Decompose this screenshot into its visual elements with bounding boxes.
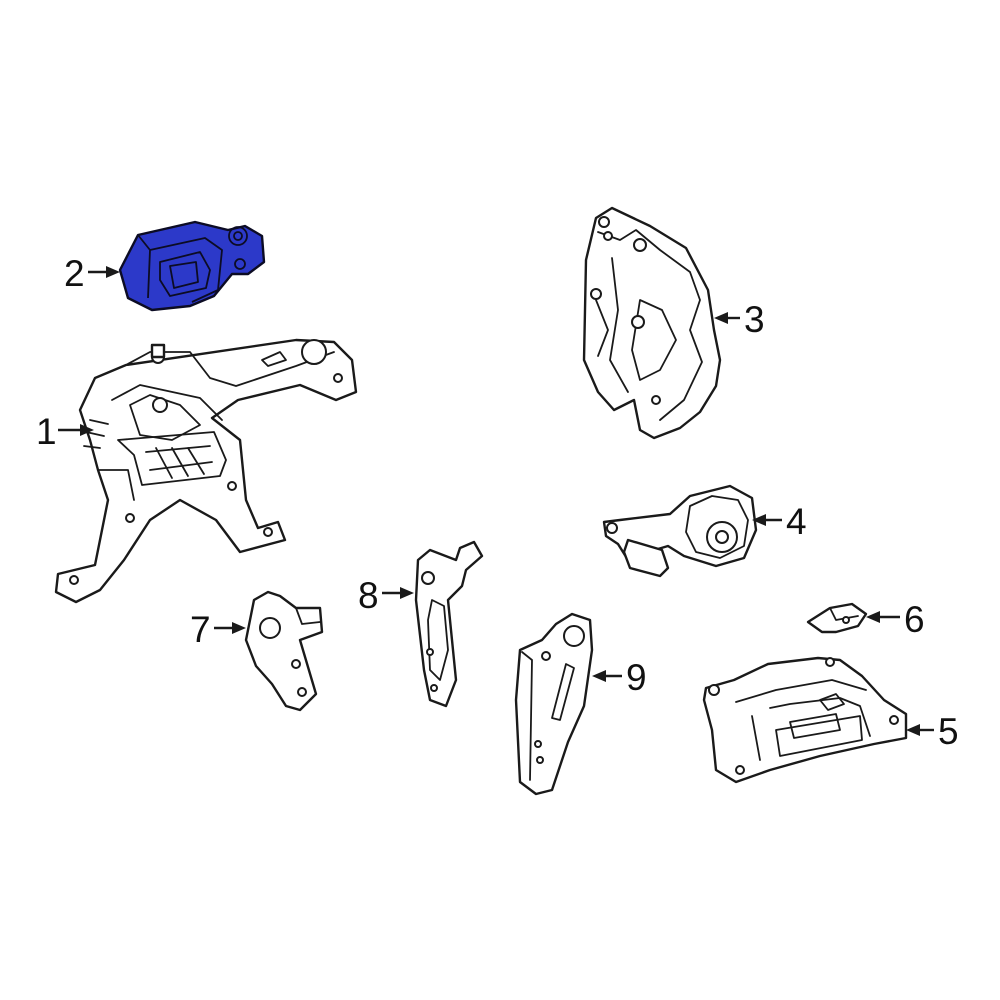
callout-5: 5 xyxy=(906,711,959,752)
callout-9: 9 xyxy=(592,657,647,698)
part-6-clip[interactable] xyxy=(806,602,868,634)
callout-label: 1 xyxy=(36,411,57,452)
callout-label: 8 xyxy=(358,575,379,616)
part-1-mount-bracket[interactable] xyxy=(54,338,358,604)
part-4-stud-mount[interactable] xyxy=(602,484,758,578)
callout-4: 4 xyxy=(752,501,807,542)
callout-label: 9 xyxy=(626,657,647,698)
callout-6: 6 xyxy=(866,599,925,640)
part-9-bracket-plate[interactable] xyxy=(514,612,594,796)
callout-1: 1 xyxy=(36,411,94,452)
part-8-bracket[interactable] xyxy=(414,540,484,708)
callout-label: 3 xyxy=(744,299,765,340)
callout-label: 4 xyxy=(786,501,807,542)
callout-2: 2 xyxy=(64,253,120,294)
callout-label: 2 xyxy=(64,253,85,294)
callout-label: 7 xyxy=(190,609,211,650)
callout-7: 7 xyxy=(190,609,246,650)
part-5-mount-base[interactable] xyxy=(702,656,908,784)
callout-label: 6 xyxy=(904,599,925,640)
part-2-highlighted-mount[interactable] xyxy=(118,220,266,312)
callout-8: 8 xyxy=(358,575,414,616)
part-3-bracket-plate[interactable] xyxy=(582,206,722,440)
part-7-bracket[interactable] xyxy=(244,590,324,712)
callout-3: 3 xyxy=(714,299,765,340)
callout-label: 5 xyxy=(938,711,959,752)
